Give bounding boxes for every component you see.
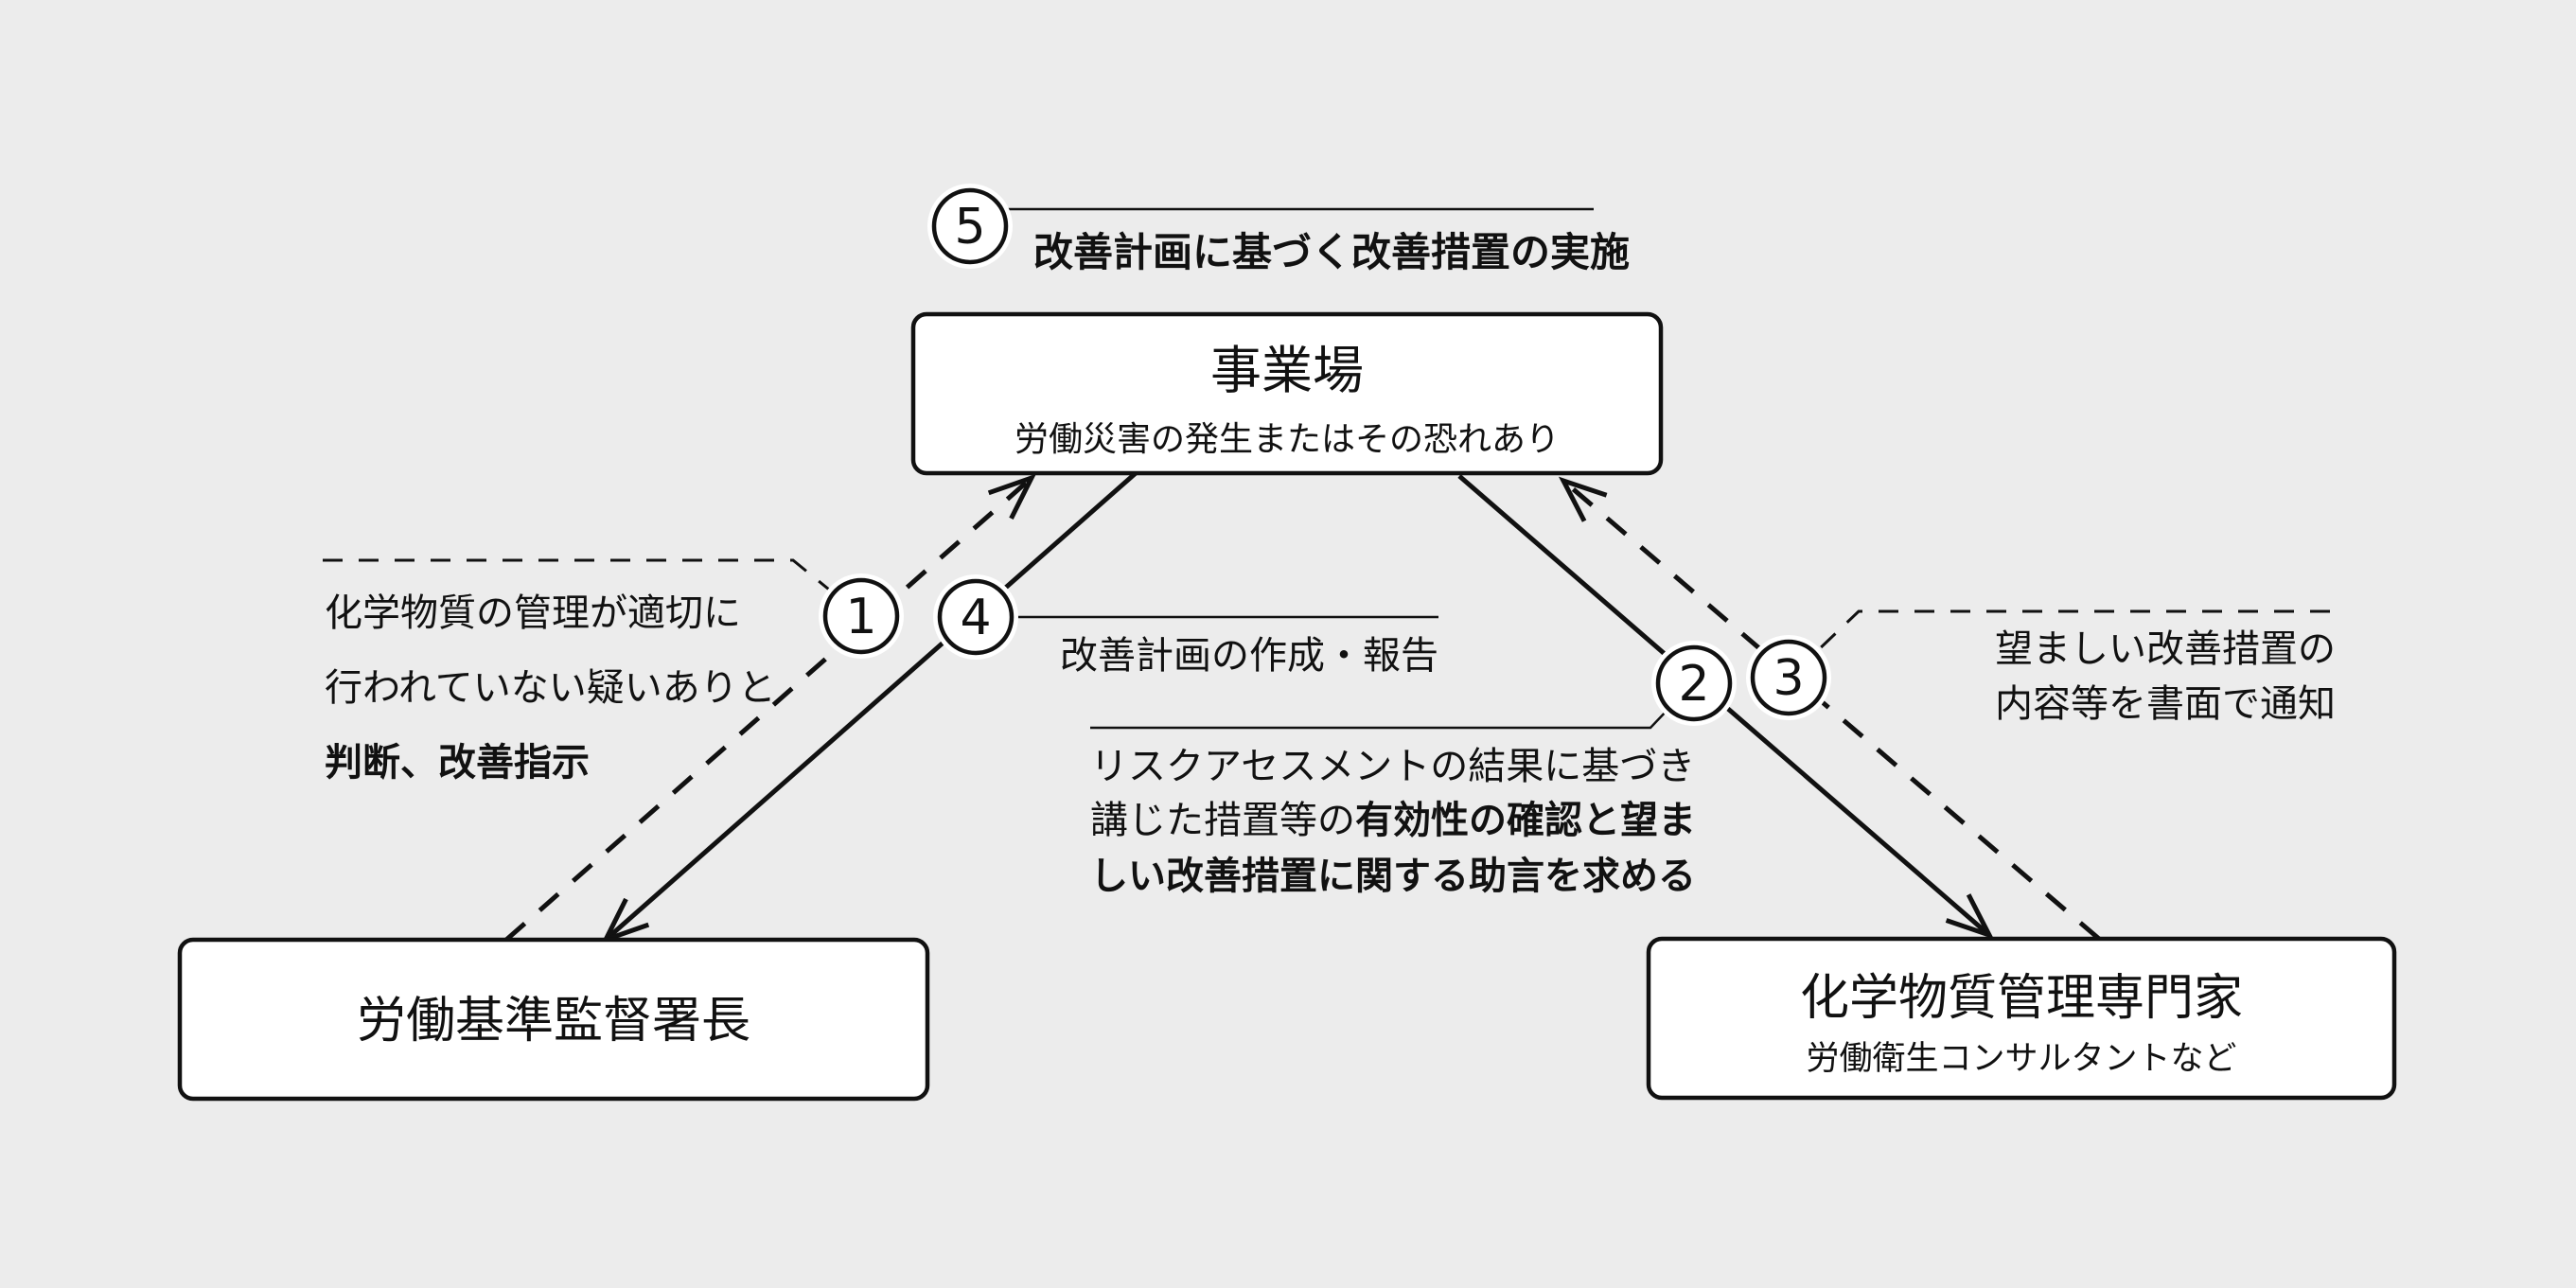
step4-number: 4 xyxy=(960,590,991,646)
step1-text: 化学物質の管理が適切に 行われていない疑いありと 判断、改善指示 xyxy=(325,591,776,785)
labor-office-title: 労働基準監督署長 xyxy=(357,993,750,1050)
step1-text-line2: 行われていない疑いありと xyxy=(325,666,776,710)
step5-badge-circle xyxy=(931,187,1009,265)
step1-leader-line xyxy=(323,558,835,595)
step1-badge-circle xyxy=(822,577,900,655)
step3-number: 3 xyxy=(1773,650,1804,707)
workplace-node: 事業場 労働災害の発生またはその恐れあり xyxy=(910,311,1664,476)
step2-badge-circle xyxy=(1655,644,1733,722)
step2-text-line1: リスクアセスメントの結果に基づき xyxy=(1090,745,1695,788)
step1-text-line1: 化学物質の管理が適切に xyxy=(325,591,741,635)
step5-number: 5 xyxy=(954,199,985,256)
expert-box xyxy=(1646,936,2397,1101)
step3-leader-line xyxy=(1813,609,2330,655)
step2-badge: 2 xyxy=(1651,641,1737,726)
step1-text-line3: 判断、改善指示 xyxy=(325,741,590,785)
step3-badge-circle xyxy=(1750,639,1827,716)
arrow-step3-dashed xyxy=(1561,479,2101,941)
arrow-step1-dashed xyxy=(504,476,1033,942)
step2-number: 2 xyxy=(1678,656,1709,713)
expert-title: 化学物質管理専門家 xyxy=(1800,970,2243,1027)
step2-text-line3: しい改善措置に関する助言を求める xyxy=(1090,855,1696,898)
step2-text-line2: 講じた措置等の有効性の確認と望ま xyxy=(1090,799,1696,842)
step2-text: リスクアセスメントの結果に基づき 講じた措置等の有効性の確認と望ま しい改善措置… xyxy=(1090,745,1696,898)
step3-badge: 3 xyxy=(1746,635,1831,720)
arrow-step4-solid xyxy=(604,471,1138,942)
arrow-step3-head-icon xyxy=(1558,476,1608,522)
step3-text: 望ましい改善措置の 内容等を書面で通知 xyxy=(1995,627,2336,726)
arrow-step1-head-icon xyxy=(987,473,1036,520)
labor-office-box xyxy=(177,937,930,1102)
expert-subtitle: 労働衛生コンサルタントなど xyxy=(1806,1040,2236,1078)
step2-text-line2-bold: 有効性の確認と望ま xyxy=(1355,799,1696,842)
step4-badge-circle xyxy=(937,578,1015,656)
arrow-step2-head-icon xyxy=(1945,893,1995,940)
step2-text-line2-regular: 講じた措置等の xyxy=(1090,799,1355,842)
step5-badge: 5 xyxy=(927,184,1013,269)
workplace-title: 事業場 xyxy=(1210,341,1364,400)
step2-leader-line xyxy=(1090,708,1669,730)
step3-text-line1: 望ましい改善措置の xyxy=(1995,627,2336,671)
step4-label: 改善計画の作成・報告 xyxy=(1060,634,1438,678)
workplace-box xyxy=(910,311,1664,476)
step5-label: 改善計画に基づく改善措置の実施 xyxy=(1033,229,1630,275)
workplace-subtitle: 労働災害の発生またはその恐れあり xyxy=(1015,420,1560,459)
labor-office-node: 労働基準監督署長 xyxy=(177,937,930,1102)
step4-badge: 4 xyxy=(933,574,1018,660)
step3-text-line2: 内容等を書面で通知 xyxy=(1995,682,2336,726)
expert-node: 化学物質管理専門家 労働衛生コンサルタントなど xyxy=(1646,936,2397,1101)
step1-number: 1 xyxy=(845,589,876,645)
step1-badge: 1 xyxy=(819,573,904,659)
